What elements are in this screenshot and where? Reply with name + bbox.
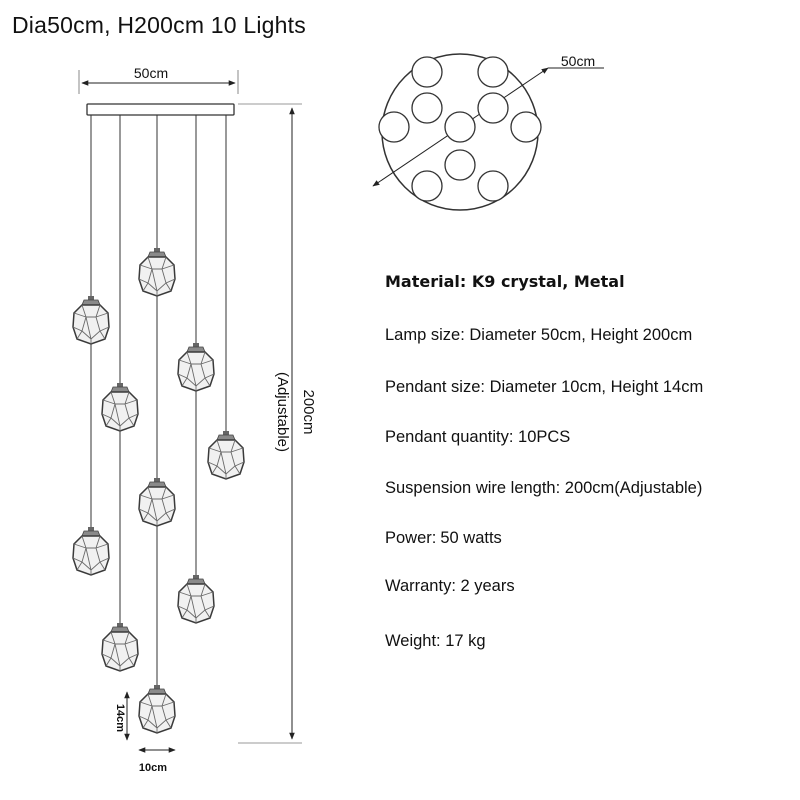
top-view-pendant-4 — [477, 92, 509, 124]
pendant-light-8 — [177, 342, 215, 392]
spec-wire-length: Suspension wire length: 200cm(Adjustable… — [385, 479, 703, 497]
spec-pendant-size: Pendant size: Diameter 10cm, Height 14cm — [385, 378, 704, 396]
adjustable-label: (Adjustable) — [274, 372, 291, 452]
top-view-pendant-5 — [378, 111, 410, 143]
ceiling-canopy — [86, 103, 235, 116]
spec-warranty: Warranty: 2 years — [385, 577, 515, 595]
pendant-light-3 — [101, 382, 139, 432]
top-view-pendant-6 — [444, 111, 476, 143]
pendant-light-5 — [138, 247, 176, 297]
pendant-height-label: 14cm — [114, 704, 126, 732]
spec-material: Material: K9 crystal, Metal — [385, 272, 625, 291]
top-view-diagram: 50cm — [372, 53, 604, 211]
pendant-light-1 — [72, 295, 110, 345]
pendant-light-4 — [101, 622, 139, 672]
spec-power-value: 50 watts — [440, 529, 502, 547]
pendant-light-7 — [138, 684, 176, 734]
top-view-pendant-2 — [477, 56, 509, 88]
top-view-pendant-7 — [510, 111, 542, 143]
top-view-pendant-9 — [411, 170, 443, 202]
spec-power: Power:50 watts — [385, 529, 502, 547]
spec-lamp-size: Lamp size: Diameter 50cm, Height 200cm — [385, 326, 693, 344]
pendant-lights — [72, 247, 245, 734]
canopy-width-label: 50cm — [134, 65, 168, 81]
pendant-light-6 — [138, 477, 176, 527]
top-view-pendant-1 — [411, 56, 443, 88]
height-label: 200cm — [300, 389, 317, 434]
pendant-light-9 — [177, 574, 215, 624]
pendant-light-2 — [72, 526, 110, 576]
top-view-diameter-label: 50cm — [561, 53, 595, 69]
pendant-width-label: 10cm — [139, 762, 167, 774]
pendant-light-10 — [207, 430, 245, 480]
spec-weight: Weight: 17 kg — [385, 632, 486, 650]
top-view-pendant-10 — [477, 170, 509, 202]
top-view-pendant-3 — [411, 92, 443, 124]
top-view-pendant-8 — [444, 149, 476, 181]
product-title: Dia50cm, H200cm 10 Lights — [12, 12, 306, 38]
spec-pendant-quantity: Pendant quantity: 10PCS — [385, 428, 571, 446]
